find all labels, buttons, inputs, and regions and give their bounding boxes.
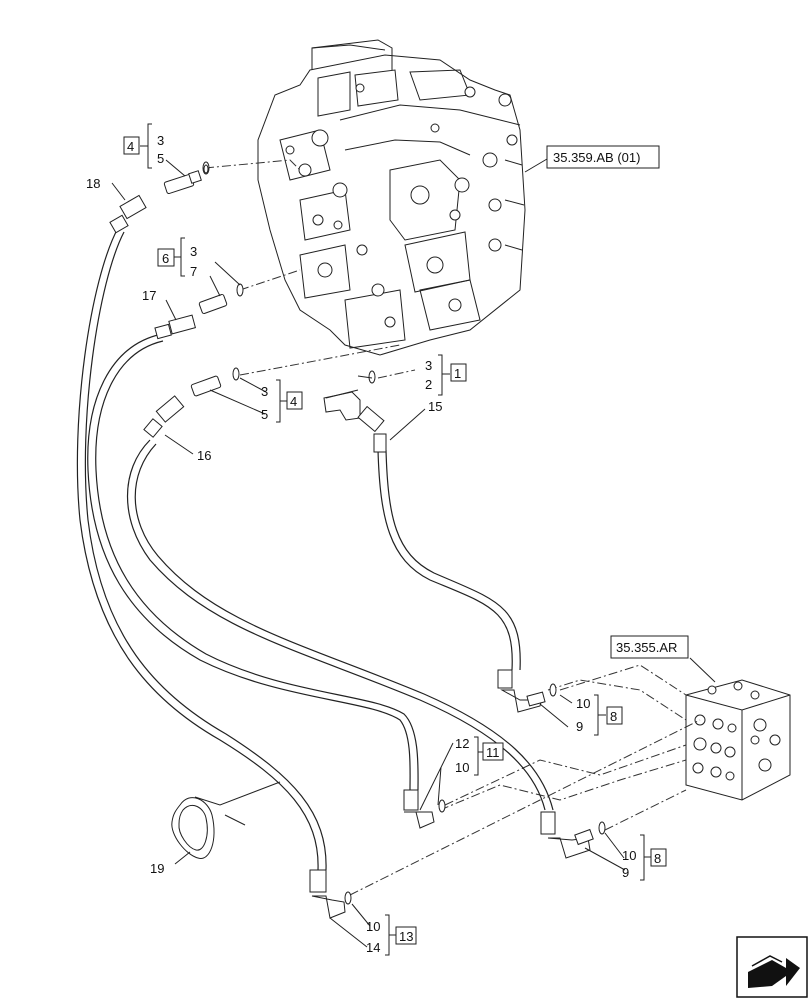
callout-5-top: 5 <box>157 151 164 166</box>
connection-lines <box>204 159 701 896</box>
kit-4-mid: 4 <box>290 394 297 409</box>
callout-3-second: 3 <box>190 244 197 259</box>
callout-14: 14 <box>366 940 380 955</box>
kit-bracket-11: 11 <box>474 736 504 776</box>
kit-bracket-13: 13 <box>385 914 417 956</box>
callout-7: 7 <box>190 264 197 279</box>
kit-bracket-6: 6 <box>157 237 185 277</box>
reference-manifold-label: 35.355.AR <box>616 640 677 655</box>
kit-8-bottom: 8 <box>654 851 661 866</box>
callout-19: 19 <box>150 861 164 876</box>
callout-10-bottom-right: 10 <box>622 848 636 863</box>
fittings <box>109 161 606 919</box>
callout-10-bottom: 10 <box>366 919 380 934</box>
callout-5-mid: 5 <box>261 407 268 422</box>
callout-10-top-right: 10 <box>576 696 590 711</box>
kit-13: 13 <box>399 929 413 944</box>
kit-bracket-8-bottom: 8 <box>640 834 667 881</box>
seal-ring-part <box>171 781 281 859</box>
callouts: 18 17 16 15 19 3 5 3 7 3 5 3 2 12 10 10 … <box>86 133 636 955</box>
kit-4-top: 4 <box>127 139 134 154</box>
control-valve-body <box>257 39 526 356</box>
kit-1: 1 <box>454 366 461 381</box>
kit-11: 11 <box>486 745 500 760</box>
kit-8-top: 8 <box>610 709 617 724</box>
callout-12: 12 <box>455 736 469 751</box>
callout-9-top-right: 9 <box>576 719 583 734</box>
callout-9-bottom-right: 9 <box>622 865 629 880</box>
callout-3-top: 3 <box>157 133 164 148</box>
callout-18: 18 <box>86 176 100 191</box>
leader-lines <box>111 158 716 948</box>
kit-bracket-8-top: 8 <box>594 694 623 736</box>
callout-3-mid: 3 <box>261 384 268 399</box>
callout-2: 2 <box>425 377 432 392</box>
kit-bracket-4-top: 4 <box>123 123 152 169</box>
reference-control-valve-label: 35.359.AB (01) <box>553 150 640 165</box>
reference-control-valve[interactable]: 35.359.AB (01) <box>546 145 660 169</box>
callout-3-right: 3 <box>425 358 432 373</box>
callout-10-center: 10 <box>455 760 469 775</box>
kit-6: 6 <box>162 251 169 266</box>
reference-manifold[interactable]: 35.355.AR <box>610 635 689 659</box>
kit-bracket-4-mid: 4 <box>276 379 303 423</box>
manifold-block <box>685 679 791 801</box>
hoses <box>76 227 554 871</box>
callout-16: 16 <box>197 448 211 463</box>
callout-15: 15 <box>428 399 442 414</box>
callout-17: 17 <box>142 288 156 303</box>
next-page-arrow-icon[interactable] <box>736 936 808 998</box>
kit-bracket-1: 1 <box>438 354 467 396</box>
